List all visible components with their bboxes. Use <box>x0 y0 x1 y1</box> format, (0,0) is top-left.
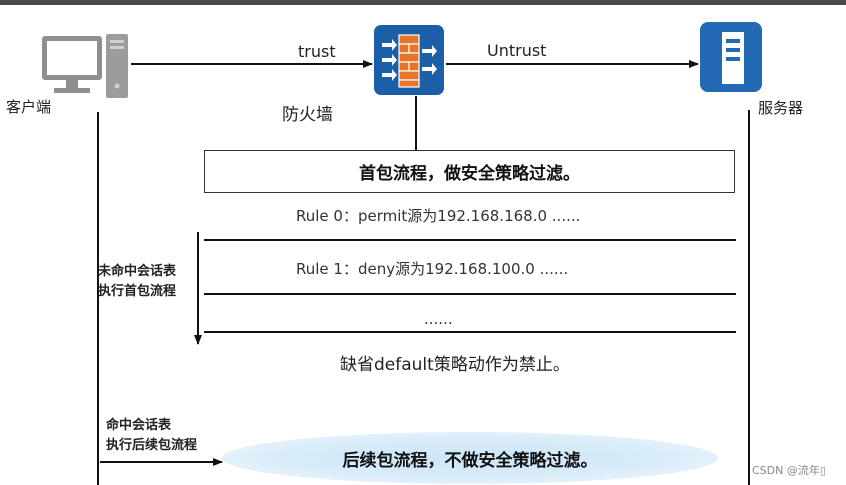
first-packet-policy-box: 首包流程，做安全策略过滤。 <box>204 150 735 193</box>
firewall-icon <box>374 25 444 95</box>
subsequent-packet-ellipse: 后续包流程，不做安全策略过滤。 <box>222 432 718 484</box>
session-hit-line2: 执行后续包流程 <box>106 438 198 453</box>
untrust-zone-label: Untrust <box>487 41 547 60</box>
client-label: 客户端 <box>6 98 52 116</box>
firewall-label: 防火墙 <box>282 105 333 125</box>
csdn-watermark: CSDN @流年▯ <box>752 464 826 477</box>
default-action-text: 缺省default策略动作为禁止。 <box>340 355 570 375</box>
server-label: 服务器 <box>758 99 804 117</box>
server-icon <box>700 22 762 92</box>
session-miss-label: 未命中会话表 执行首包流程 <box>98 262 176 302</box>
trust-zone-label: trust <box>298 42 336 61</box>
session-miss-line1: 未命中会话表 <box>98 264 177 279</box>
rule-0-text: Rule 0：permit源为192.168.168.0 ...... <box>296 207 581 225</box>
client-computer-icon <box>42 34 128 98</box>
session-hit-label: 命中会话表 执行后续包流程 <box>106 416 197 456</box>
rule-1-text: Rule 1：deny源为192.168.100.0 ...... <box>296 260 569 278</box>
session-hit-line1: 命中会话表 <box>106 418 172 433</box>
rule-ellipsis: ...... <box>424 310 453 328</box>
top-border <box>0 0 846 5</box>
session-miss-line2: 执行首包流程 <box>98 284 177 299</box>
